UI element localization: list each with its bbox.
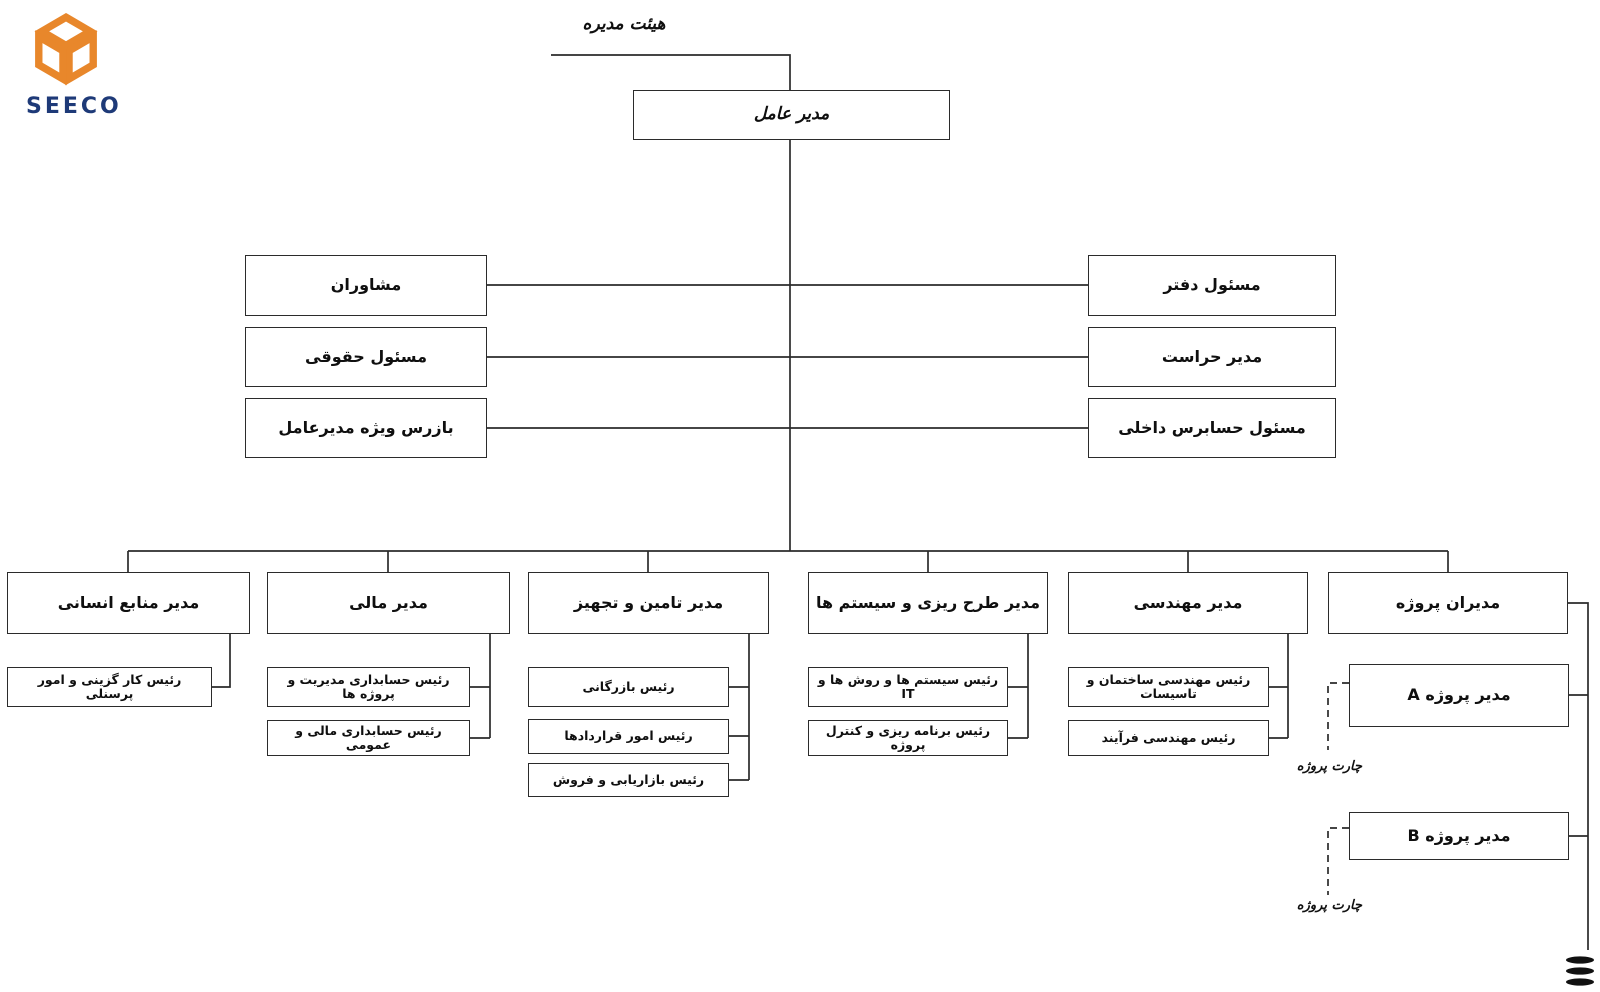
building-installation-engineering-head-box: رئیس مهندسی ساختمان و تاسیسات — [1068, 667, 1269, 707]
project-managers-box: مدیران پروژه — [1328, 572, 1568, 634]
recruitment-personnel-head-box: رئیس کار گزینی و امور پرسنلی — [7, 667, 212, 707]
finance-manager-box: مدیر مالی — [267, 572, 510, 634]
consultants-box: مشاوران — [245, 255, 487, 316]
more-projects-ellipsis — [1566, 956, 1594, 986]
systems-methods-it-head-box: رئیس سیستم ها و روش ها و IT — [808, 667, 1008, 707]
security-manager-box: مدیر حراست — [1088, 327, 1336, 387]
planning-project-control-head-box: رئیس برنامه ریزی و کنترل پروژه — [808, 720, 1008, 756]
logo-cube-icon — [34, 12, 98, 86]
supply-equipment-manager-box: مدیر تامین و تجهیز — [528, 572, 769, 634]
process-engineering-head-box: رئیس مهندسی فرآیند — [1068, 720, 1269, 756]
ceo-special-inspector-box: بازرس ویژه مدیرعامل — [245, 398, 487, 458]
hr-manager-box: مدیر منابع انسانی — [7, 572, 250, 634]
engineering-manager-box: مدیر مهندسی — [1068, 572, 1308, 634]
ceo-box: مدیر عامل — [633, 90, 950, 140]
marketing-sales-head-box: رئیس بازاریابی و فروش — [528, 763, 729, 797]
logo-text: SEECO — [26, 94, 122, 119]
internal-auditor-box: مسئول حسابرس داخلی — [1088, 398, 1336, 458]
commerce-head-box: رئیس بازرگانی — [528, 667, 729, 707]
financial-general-accounting-head-box: رئیس حسابداری مالی و عمومی — [267, 720, 470, 756]
legal-officer-box: مسئول حقوقی — [245, 327, 487, 387]
project-b-chart-label: چارت پروژه — [1296, 898, 1362, 913]
seeco-logo: SEECO — [24, 6, 134, 119]
contracts-head-box: رئیس امور قراردادها — [528, 719, 729, 754]
project-manager-b-box: مدیر پروژه B — [1349, 812, 1569, 860]
management-projects-accounting-head-box: رئیس حسابداری مدیریت و پروژه ها — [267, 667, 470, 707]
project-a-chart-label: چارت پروژه — [1296, 759, 1362, 774]
board-of-directors-label: هیئت مدیره — [582, 14, 666, 34]
project-manager-a-box: مدیر پروژه A — [1349, 664, 1569, 727]
office-manager-box: مسئول دفتر — [1088, 255, 1336, 316]
planning-systems-manager-box: مدیر طرح ریزی و سیستم ها — [808, 572, 1048, 634]
